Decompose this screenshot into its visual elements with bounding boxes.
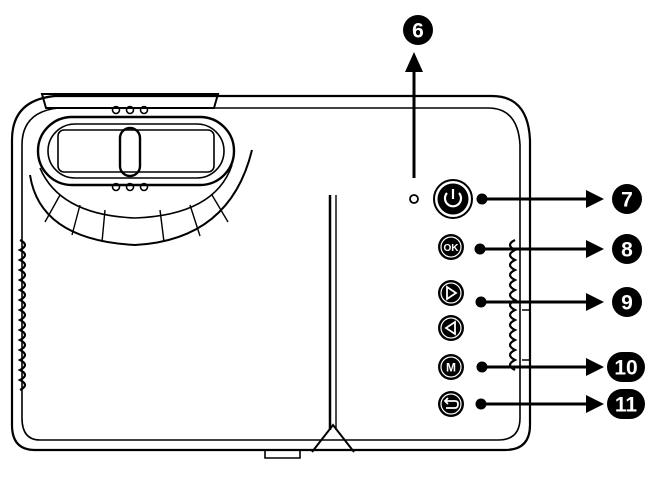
callout-number-8: 8 <box>621 239 633 262</box>
return-icon <box>443 397 459 409</box>
callout-arrow-9 <box>475 293 604 311</box>
power-icon <box>443 189 463 208</box>
callout-arrow-8 <box>474 240 604 258</box>
callout-badge-9: 9 <box>612 287 642 317</box>
ok-button[interactable]: OK <box>438 234 464 260</box>
callout-badge-11: 11 <box>607 389 645 419</box>
menu-button[interactable]: M <box>438 354 464 380</box>
callout-number-9: 9 <box>621 292 633 315</box>
callout-badge-7: 7 <box>612 184 642 214</box>
callout-badge-6: 6 <box>403 15 433 45</box>
callout-number-6: 6 <box>412 20 424 43</box>
power-button[interactable] <box>433 179 473 219</box>
callout-arrow-10 <box>476 358 604 376</box>
callout-arrow-7 <box>476 190 604 208</box>
callout-arrow-11 <box>475 395 604 413</box>
menu-button-label: M <box>446 361 456 375</box>
callout-arrow-6 <box>405 52 423 178</box>
return-button[interactable] <box>438 391 464 417</box>
callout-number-10: 10 <box>614 357 637 380</box>
lens-assembly <box>29 93 253 247</box>
callout-number-11: 11 <box>615 394 638 417</box>
right-vent <box>508 239 518 371</box>
indicator-light <box>409 194 419 204</box>
left-vent <box>17 239 27 391</box>
back-icon <box>444 320 456 336</box>
callout-number-7: 7 <box>621 189 633 212</box>
lens-screws <box>111 105 149 192</box>
play-icon <box>446 285 458 301</box>
play-button[interactable] <box>438 280 464 306</box>
ok-button-label: OK <box>444 243 460 254</box>
back-button[interactable] <box>438 315 464 341</box>
callout-badge-8: 8 <box>612 234 642 264</box>
callout-badge-10: 10 <box>607 352 645 382</box>
projector-body <box>10 94 532 459</box>
